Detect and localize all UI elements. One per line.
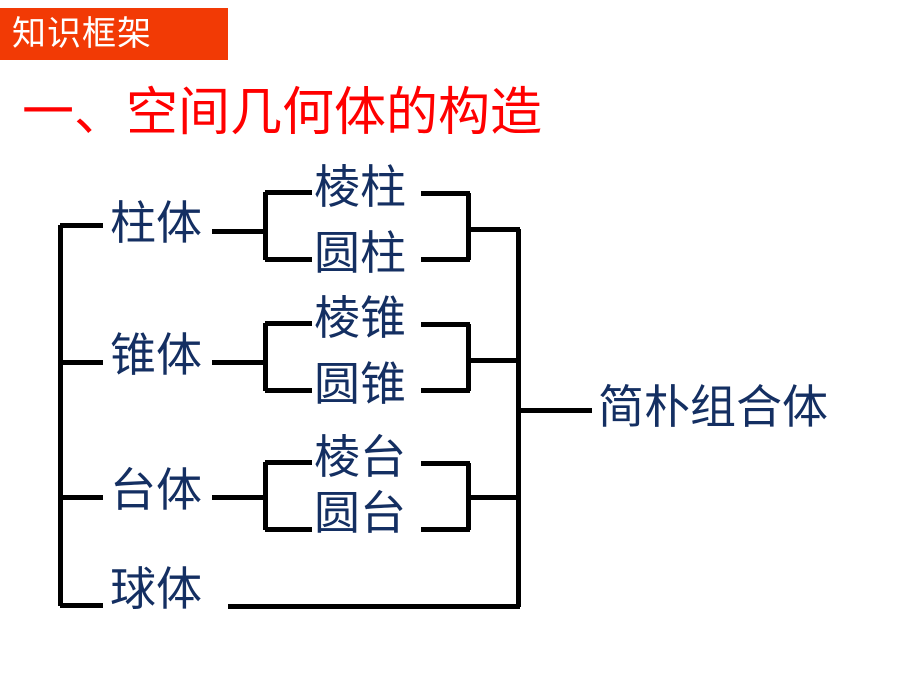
node-label-taiti: 台体 [110,463,202,517]
node-label-zhuiti: 锥体 [110,328,202,382]
node-label-qiuti: 球体 [110,562,202,616]
page-title: 一、空间几何体的构造 [22,83,543,143]
node-label-simple-composite: 简朴组合体 [598,380,828,434]
knowledge-framework-banner: 知识框架 [0,8,228,60]
node-label-yuanzhui: 圆锥 [314,357,406,411]
banner-title: 知识框架 [12,14,152,54]
node-label-zhuti: 柱体 [110,196,202,250]
node-label-lengzhu: 棱柱 [314,160,406,214]
node-label-lengzhui: 棱锥 [314,291,406,345]
node-label-yuanzhu: 圆柱 [314,226,406,280]
node-label-yuantai: 圆台 [314,486,406,540]
node-label-lengtai: 棱台 [314,430,406,484]
